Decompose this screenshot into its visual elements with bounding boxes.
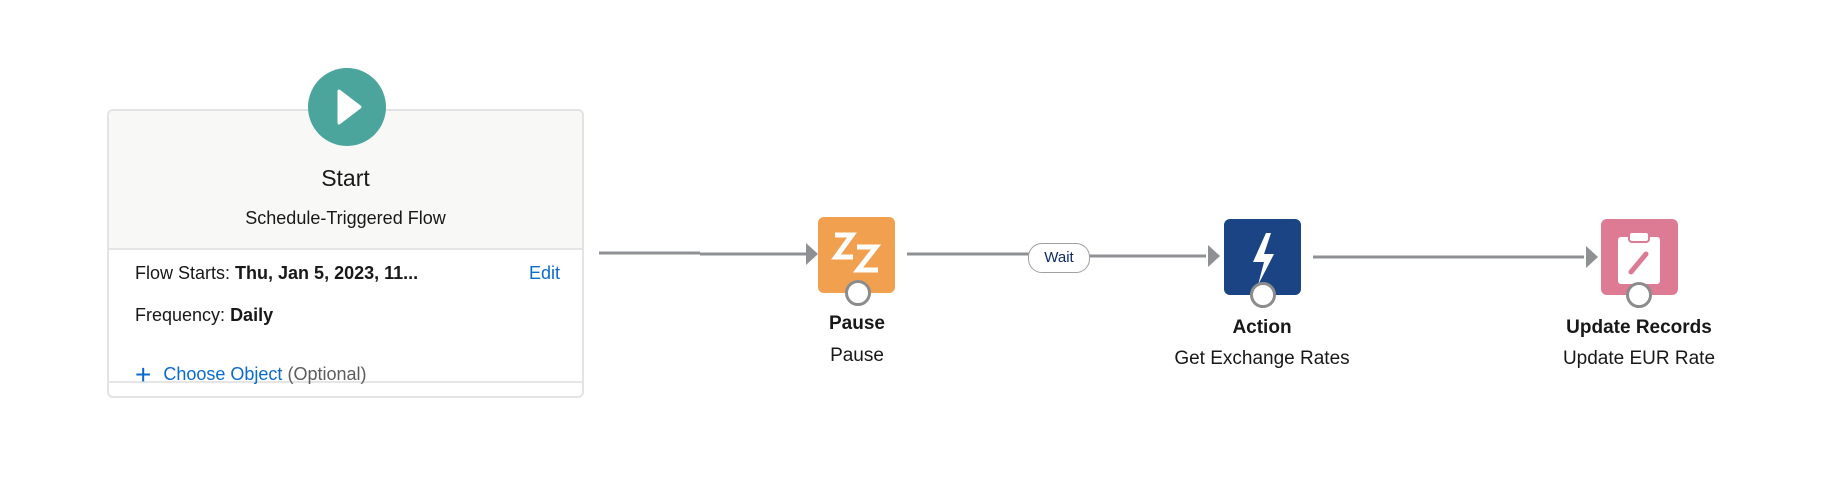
action-connector-handle[interactable] (1250, 282, 1276, 308)
divider (109, 381, 582, 383)
zz-icon (831, 232, 882, 273)
lightning-icon (1253, 233, 1274, 285)
action-node-type: Action (1232, 317, 1292, 338)
arrow-head-icon (1586, 246, 1598, 268)
plus-icon: + (135, 359, 152, 390)
flow-starts-label: Flow Starts: (135, 263, 231, 283)
choose-object-button[interactable]: + Choose Object (Optional) (135, 359, 366, 391)
edit-schedule-link[interactable]: Edit (528, 263, 560, 283)
start-element-card[interactable]: Start Schedule-Triggered Flow Flow Start… (107, 109, 584, 398)
arrow-head-icon (806, 243, 818, 265)
start-title: Start (321, 165, 370, 191)
frequency-label: Frequency: (135, 305, 226, 325)
arrow-head-icon (1208, 245, 1220, 267)
pause-node-name: Pause (830, 345, 884, 366)
pause-connector-handle[interactable] (845, 280, 871, 306)
flow-starts-value: Thu, Jan 5, 2023, 11... (235, 263, 419, 283)
start-subtitle: Schedule-Triggered Flow (245, 208, 446, 228)
frequency-value: Daily (230, 305, 274, 325)
choose-object-link[interactable]: Choose Object (163, 364, 283, 384)
optional-label: (Optional) (287, 364, 367, 384)
frequency-row: Frequency: Daily (135, 305, 273, 326)
clipboard-edit-icon (1618, 231, 1660, 284)
action-node-name: Get Exchange Rates (1174, 348, 1350, 369)
flow-starts-row: Flow Starts: Thu, Jan 5, 2023, 11... (135, 263, 418, 284)
pause-node-type: Pause (829, 313, 885, 334)
update-records-node-name: Update EUR Rate (1562, 348, 1716, 369)
wait-connector-label[interactable]: Wait (1028, 243, 1090, 273)
update-records-node-type: Update Records (1566, 317, 1712, 338)
start-play-icon[interactable] (308, 68, 386, 146)
update-records-connector-handle[interactable] (1626, 282, 1652, 308)
